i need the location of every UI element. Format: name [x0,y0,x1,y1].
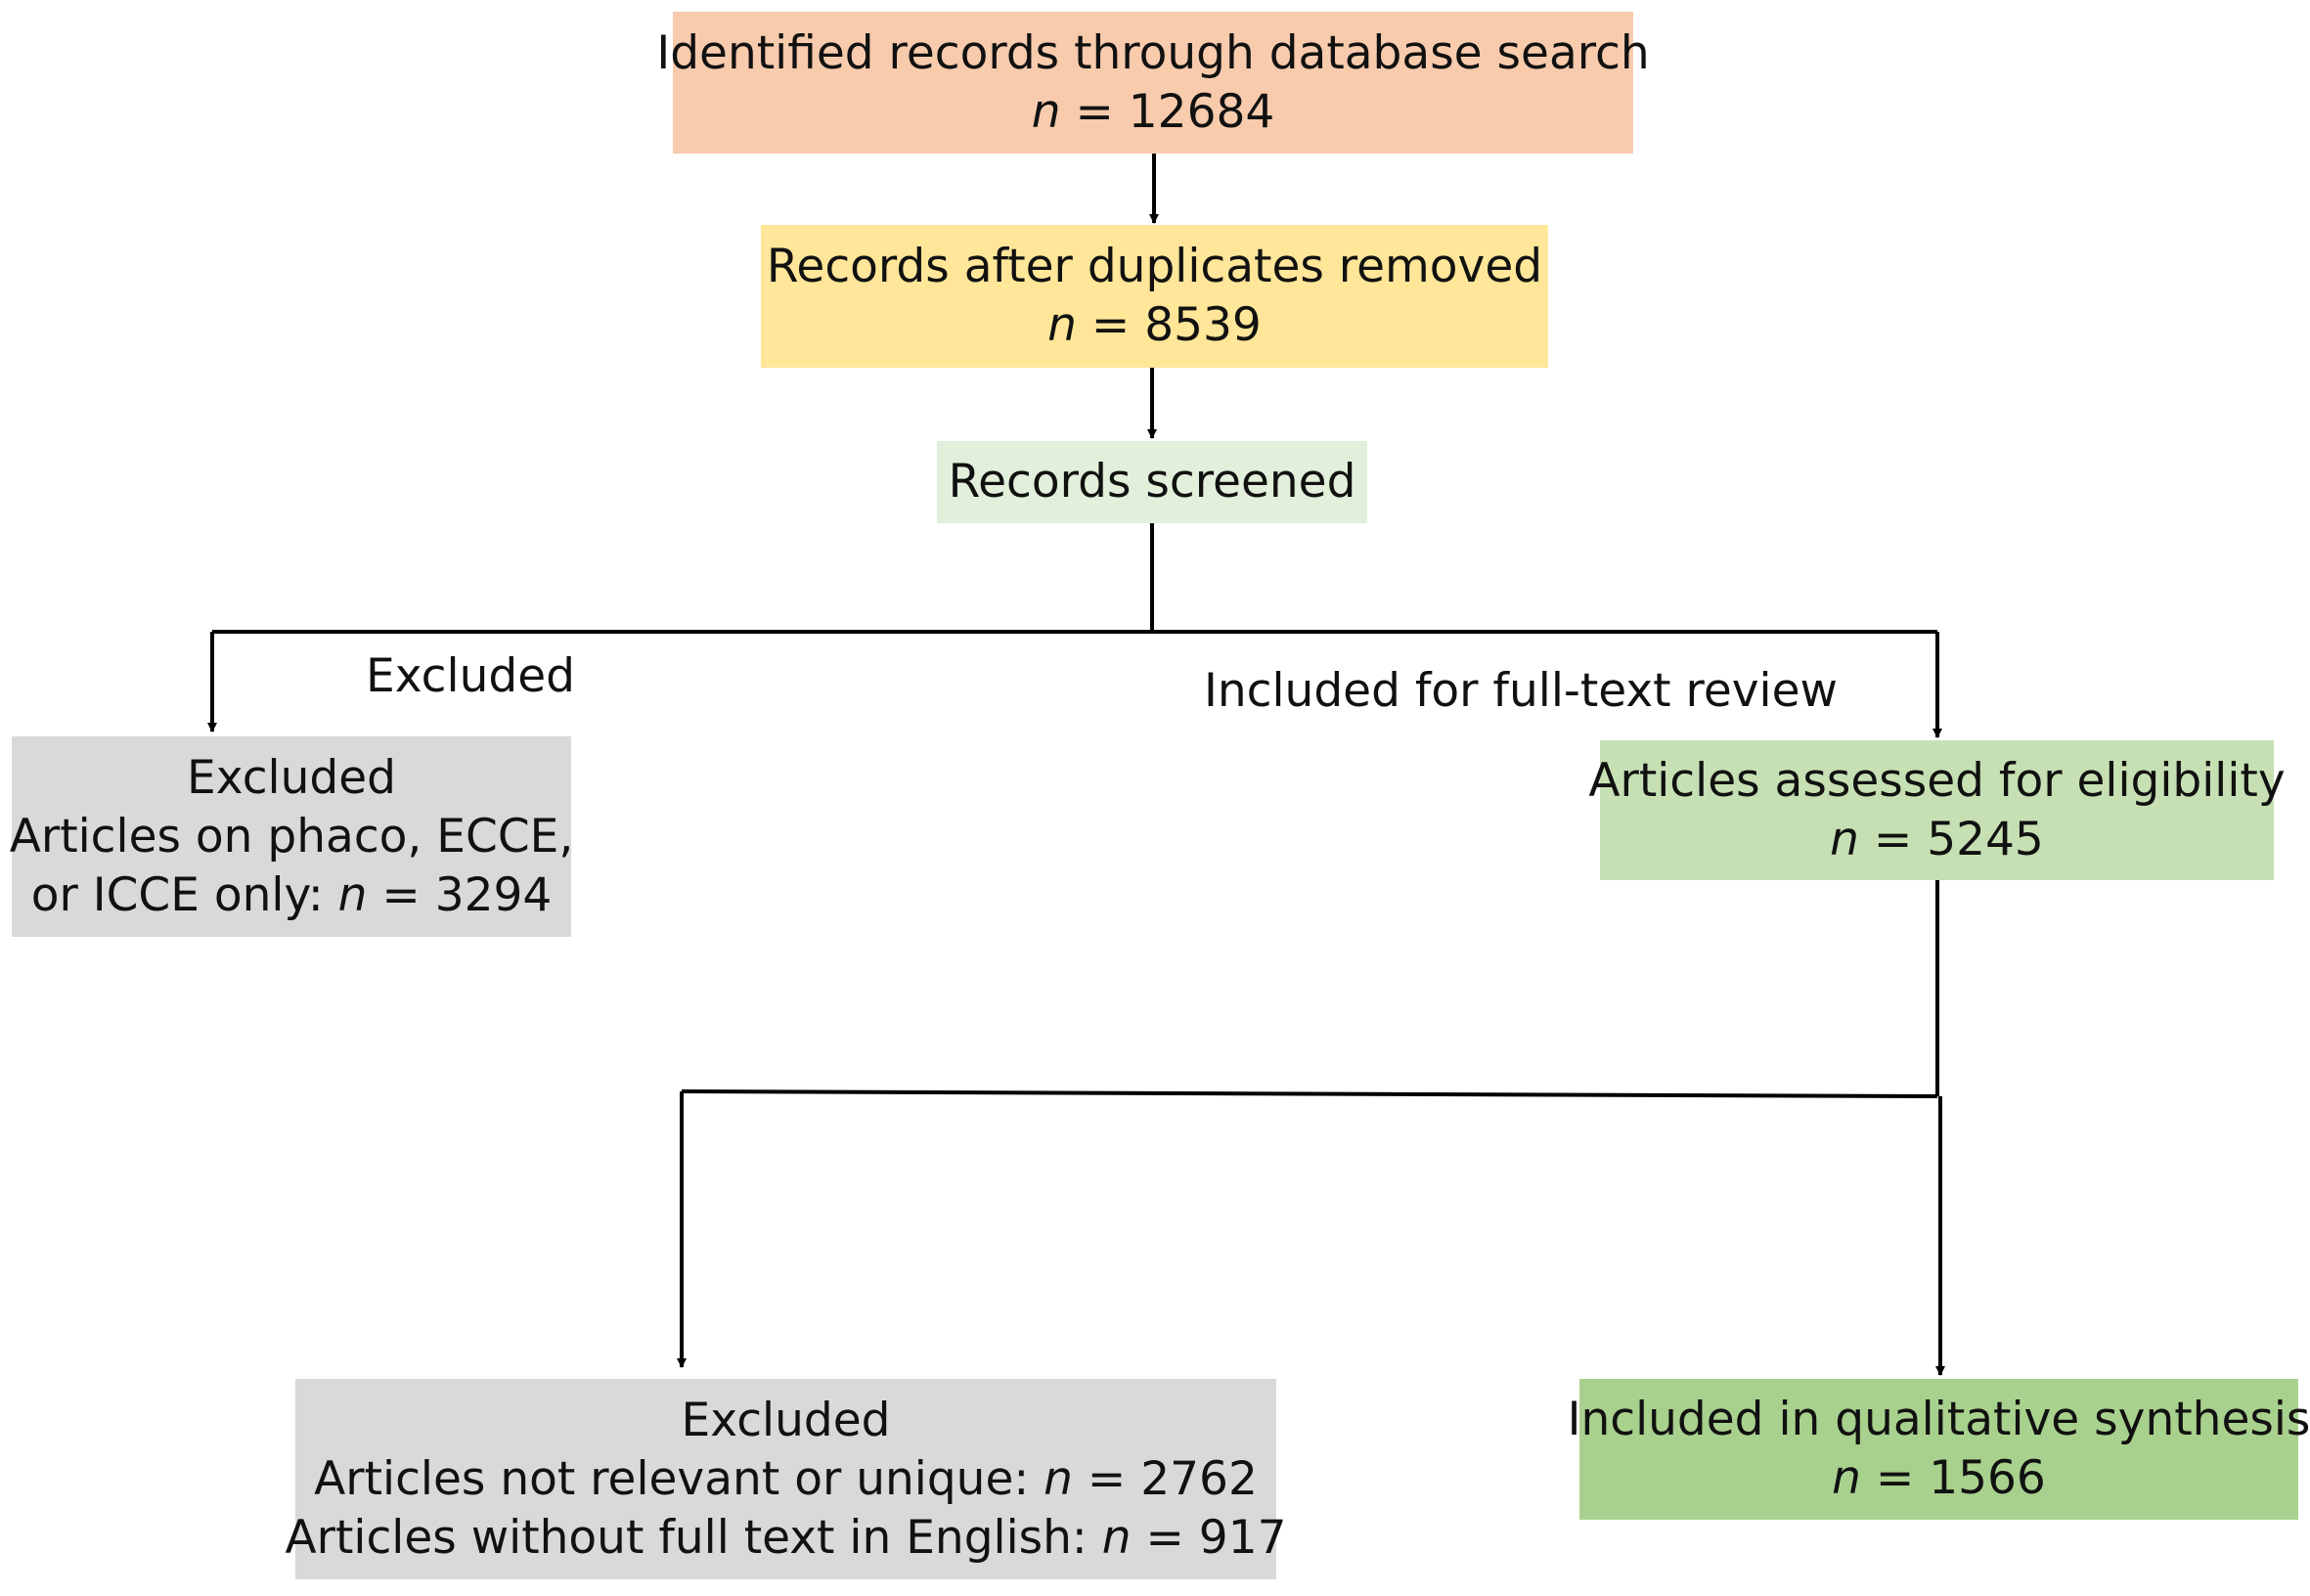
excluded-fulltext-box: Excluded Articles not relevant or unique… [286,1379,1287,1579]
records-after-duplicates-box: Records after duplicates removed n = 853… [761,225,1548,368]
count-value: = 2762 [1087,1451,1258,1506]
excluded-edge-label: Excluded [366,649,575,703]
n-symbol: n [1101,1510,1132,1565]
articles-assessed-title: Articles assessed for eligibility [1588,753,2286,808]
line-eligibility-split [681,1089,1938,1098]
count-value: = 5245 [1873,812,2044,866]
included-synthesis-title: Included in qualitative synthesis [1567,1393,2310,1446]
n-symbol: n [1031,84,1061,139]
included-synthesis-box: Included in qualitative synthesis n = 15… [1568,1379,2310,1520]
articles-assessed-count: n = 5245 [1830,811,2044,869]
excluded-fulltext-heading: Excluded [681,1393,891,1447]
excluded-not-relevant-count: Articles not relevant or unique: n = 276… [314,1450,1258,1509]
identified-records-count: n = 12684 [1032,83,1275,142]
excluded-no-english-count: Articles without full text in English: n… [286,1509,1287,1568]
records-screened-title: Records screened [948,455,1356,509]
records-after-duplicates-title: Records after duplicates removed [766,240,1543,293]
count-value: = 3294 [381,867,553,922]
records-after-duplicates-count: n = 8539 [1047,296,1262,355]
excluded-screening-reason: Articles on phaco, ECCE, [9,809,574,864]
excluded-screening-count: or ICCE only: n = 3294 [31,866,553,925]
count-value: = 12684 [1075,84,1275,139]
excluded-screening-heading: Excluded [187,750,396,805]
reason-text: or ICCE only: [30,867,324,922]
identified-records-title: Identified records through database sear… [656,25,1650,80]
included-synthesis-count: n = 1566 [1832,1449,2046,1508]
n-symbol: n [1830,812,1859,866]
reason-text: Articles without full text in English: [285,1510,1088,1565]
count-value: = 8539 [1090,298,1262,352]
included-fulltext-edge-label: Included for full-text review [1204,664,1838,718]
excluded-screening-box: Excluded Articles on phaco, ECCE, or ICC… [9,736,574,937]
reason-text: Articles not relevant or unique: [314,1451,1030,1506]
records-screened-box: Records screened [937,441,1367,523]
articles-assessed-box: Articles assessed for eligibility n = 52… [1588,740,2286,880]
n-symbol: n [1047,298,1077,352]
count-value: = 1566 [1875,1451,2046,1505]
count-value: = 917 [1145,1510,1287,1565]
n-symbol: n [1832,1451,1861,1505]
n-symbol: n [1044,1451,1073,1506]
n-symbol: n [337,867,368,922]
identified-records-box: Identified records through database sear… [656,12,1650,154]
